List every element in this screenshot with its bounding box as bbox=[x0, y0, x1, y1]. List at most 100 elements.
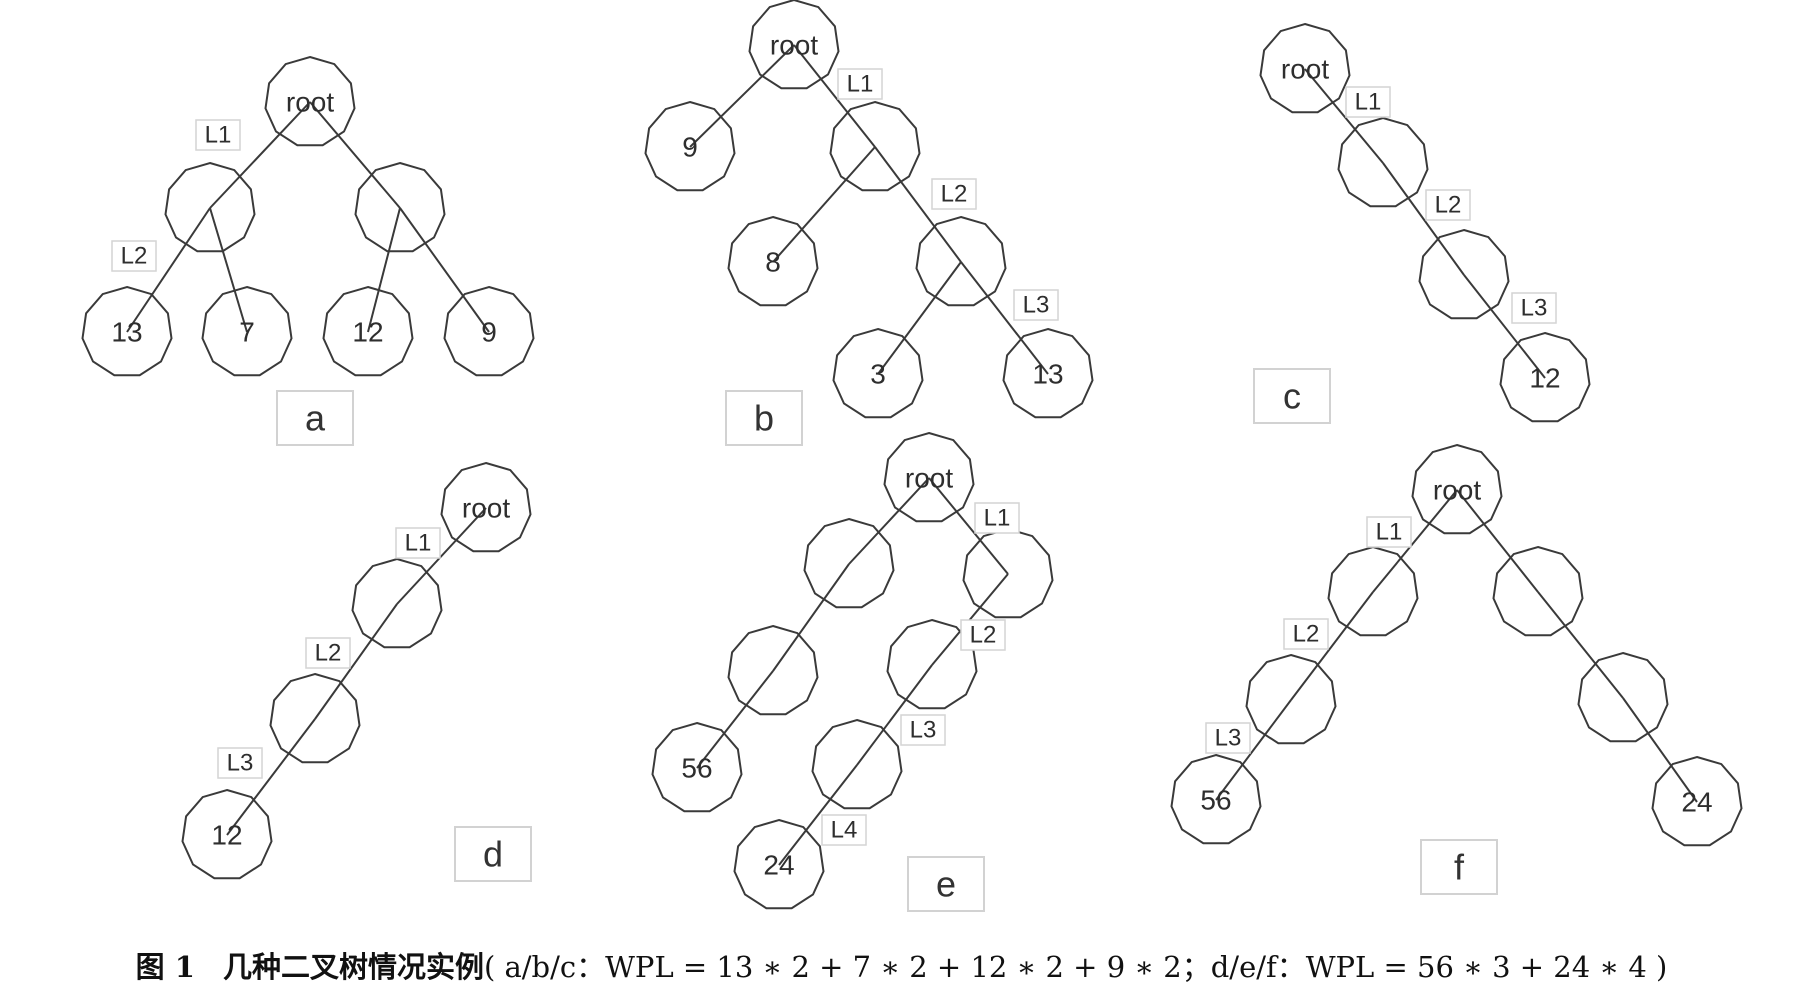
tree-e-level-box-L1 bbox=[974, 502, 1020, 534]
tree-c-level-label-L1: L1 bbox=[1355, 89, 1382, 116]
tree-b-level-label-L2: L2 bbox=[941, 181, 968, 208]
tree-a-edge-n1-l13 bbox=[126, 207, 211, 333]
tree-a-node-label-l7: 7 bbox=[239, 317, 255, 348]
tree-a-level-label-L2: L2 bbox=[121, 243, 148, 270]
tree-a-edge-n1-l7 bbox=[209, 207, 248, 333]
tree-e-level-label-L3: L3 bbox=[910, 717, 937, 744]
tree-e-panel-box bbox=[907, 856, 985, 912]
figure-formula: ( a/b/c：WPL = 13 ∗ 2 + 7 ∗ 2 + 12 ∗ 2 + … bbox=[483, 950, 1668, 984]
tree-d-edge-n1-n2 bbox=[314, 603, 398, 720]
tree-d-edge-n2-l12 bbox=[226, 718, 316, 836]
tree-e-node-label-l24: 24 bbox=[763, 850, 794, 881]
tree-d-edge-r-n1 bbox=[396, 507, 487, 605]
tree-e-level-box-L2 bbox=[960, 619, 1006, 651]
tree-d-node-label-r: root bbox=[462, 493, 510, 524]
tree-a-level-box-L2 bbox=[111, 240, 157, 272]
tree-a-level-box-L1 bbox=[195, 119, 241, 151]
figure-number: 图 1 bbox=[135, 950, 195, 984]
tree-a-node-label-l13: 13 bbox=[111, 317, 142, 348]
tree-b-panel-box bbox=[725, 390, 803, 446]
tree-b-panel-label: b bbox=[754, 398, 774, 439]
tree-b-edge-n1-n2 bbox=[874, 146, 962, 263]
tree-e-edge-b3-l24 bbox=[778, 764, 858, 866]
tree-f-node-label-l56: 56 bbox=[1200, 785, 1231, 816]
tree-a-node-label-r: root bbox=[286, 87, 334, 118]
tree-e-node-label-r: root bbox=[905, 463, 953, 494]
tree-d-level-label-L3: L3 bbox=[227, 750, 254, 777]
tree-b-level-box-L3 bbox=[1013, 289, 1059, 321]
tree-d-level-label-L1: L1 bbox=[405, 530, 432, 557]
tree-a-edge-r-n2 bbox=[309, 101, 401, 209]
tree-d-panel-label: d bbox=[483, 834, 503, 875]
tree-c-panel-label: c bbox=[1283, 376, 1301, 417]
tree-c-edge-r-n1 bbox=[1304, 68, 1384, 164]
tree-f-node-label-r: root bbox=[1433, 475, 1481, 506]
tree-e-level-label-L4: L4 bbox=[831, 817, 858, 844]
tree-e-edge-r-a1 bbox=[848, 477, 930, 565]
tree-a-node-label-l12: 12 bbox=[352, 317, 383, 348]
tree-f-level-box-L1 bbox=[1366, 516, 1412, 548]
tree-f-edge-a1-a2 bbox=[1290, 591, 1374, 701]
tree-f-level-box-L2 bbox=[1283, 618, 1329, 650]
tree-f-panel-label: f bbox=[1454, 847, 1465, 888]
tree-f-edge-r-a1 bbox=[1372, 489, 1458, 593]
tree-a-panel-label: a bbox=[305, 398, 326, 439]
tree-a-edge-n2-l12 bbox=[367, 207, 401, 333]
tree-f-level-box-L3 bbox=[1205, 722, 1251, 754]
tree-f-panel-box bbox=[1420, 839, 1498, 895]
tree-c-node-label-l12: 12 bbox=[1529, 363, 1560, 394]
tree-f-node-r bbox=[1411, 443, 1503, 535]
tree-b-node-label-l3: 3 bbox=[870, 359, 886, 390]
tree-a-edge-r-n1 bbox=[209, 101, 311, 209]
tree-c-panel-box bbox=[1253, 368, 1331, 424]
tree-d-level-box-L3 bbox=[217, 747, 263, 779]
tree-f-level-label-L1: L1 bbox=[1376, 519, 1403, 546]
tree-d-level-box-L1 bbox=[395, 527, 441, 559]
tree-b-level-label-L3: L3 bbox=[1023, 292, 1050, 319]
tree-e-level-label-L1: L1 bbox=[984, 505, 1011, 532]
tree-a-edge-n2-l9 bbox=[399, 207, 490, 333]
tree-c-level-box-L1 bbox=[1345, 86, 1391, 118]
tree-e-level-label-L2: L2 bbox=[970, 622, 997, 649]
tree-c-level-box-L2 bbox=[1425, 189, 1471, 221]
tree-f-node-label-l24: 24 bbox=[1681, 787, 1712, 818]
tree-b-level-box-L2 bbox=[931, 178, 977, 210]
tree-f-level-label-L2: L2 bbox=[1293, 621, 1320, 648]
tree-b-node-label-r: root bbox=[770, 30, 818, 61]
tree-c-level-label-L2: L2 bbox=[1435, 192, 1462, 219]
tree-a-panel-box bbox=[276, 390, 354, 446]
tree-e-edge-b2-b3 bbox=[856, 664, 933, 766]
tree-f-edge-b2-l24 bbox=[1622, 697, 1698, 803]
tree-f-edge-a2-l56 bbox=[1215, 699, 1292, 801]
tree-e-panel-label: e bbox=[936, 864, 956, 905]
tree-d-node-r bbox=[440, 461, 532, 553]
tree-b-level-label-L1: L1 bbox=[847, 71, 874, 98]
tree-e-level-box-L3 bbox=[900, 714, 946, 746]
tree-a-node-label-l9: 9 bbox=[481, 317, 497, 348]
tree-b-node-label-l8: 8 bbox=[765, 247, 781, 278]
tree-b-node-label-l13: 13 bbox=[1032, 359, 1063, 390]
tree-b-edge-n2-l3 bbox=[877, 261, 962, 375]
tree-b-edge-r-l9 bbox=[689, 44, 795, 148]
tree-d-node-label-l12: 12 bbox=[211, 820, 242, 851]
tree-d-level-label-L2: L2 bbox=[315, 640, 342, 667]
tree-e-level-box-L4 bbox=[821, 814, 867, 846]
tree-d-panel-box bbox=[454, 826, 532, 882]
tree-d-level-box-L2 bbox=[305, 637, 351, 669]
tree-c-edge-n1-n2 bbox=[1382, 162, 1465, 276]
tree-a-node-r bbox=[264, 55, 356, 147]
tree-c-level-box-L3 bbox=[1511, 292, 1557, 324]
tree-e-edge-r-b1 bbox=[928, 477, 1009, 575]
tree-c-node-r bbox=[1259, 22, 1351, 114]
tree-e-edge-a2-l56 bbox=[696, 670, 774, 769]
tree-a-level-label-L1: L1 bbox=[205, 122, 232, 149]
